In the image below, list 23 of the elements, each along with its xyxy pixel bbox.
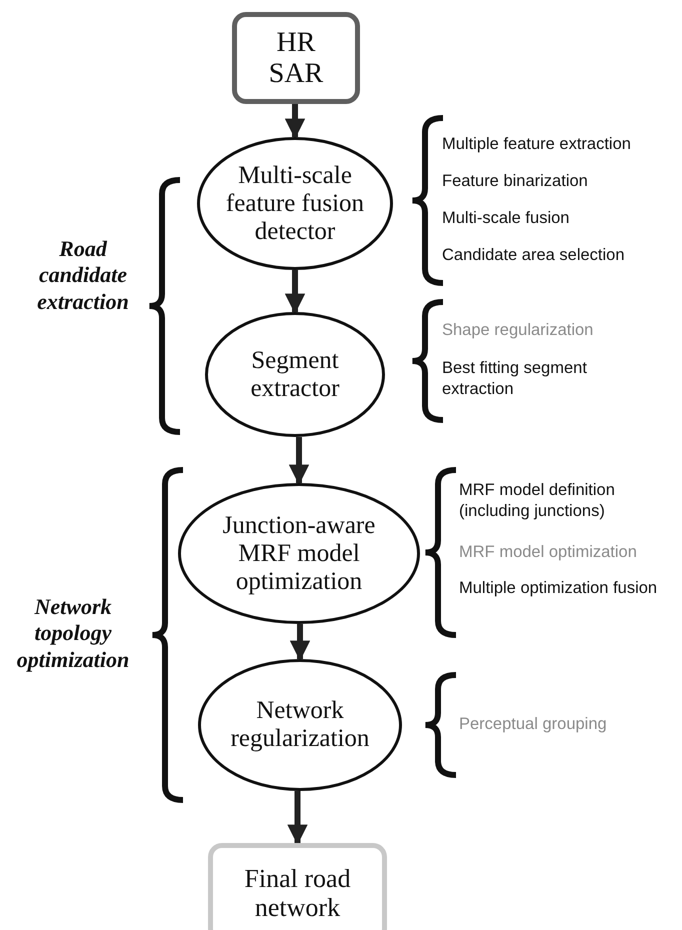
step-note: Feature binarization [442,171,588,192]
arrow [284,104,306,140]
arrow [290,624,310,662]
output-box: Final road network [208,843,387,930]
step-note: Perceptual grouping [459,714,607,735]
step-note: Best fitting segment extraction [442,358,588,400]
process-ellipse: Junction-aware MRF model optimization [178,483,420,624]
step-note: Multiple feature extraction [442,134,631,155]
arrow [288,437,310,486]
step-note: MRF model definition (including junctions) [459,480,616,522]
stage-label: Road candidate extraction [36,236,130,316]
stage-label: Network topology optimization [16,594,130,674]
input-box: HR SAR [232,12,360,104]
step-note: Multiple optimization fusion [459,578,658,599]
step-note: Shape regularization [442,320,594,341]
process-ellipse: Segment extractor [205,312,385,437]
step-note: Multi-scale fusion [442,208,570,229]
step-note: MRF model optimization [459,542,637,563]
process-ellipse: Multi-scale feature fusion detector [197,137,393,270]
arrow [284,270,306,314]
process-ellipse: Network regularization [198,659,402,791]
arrow [287,791,308,846]
step-note: Candidate area selection [442,245,625,266]
